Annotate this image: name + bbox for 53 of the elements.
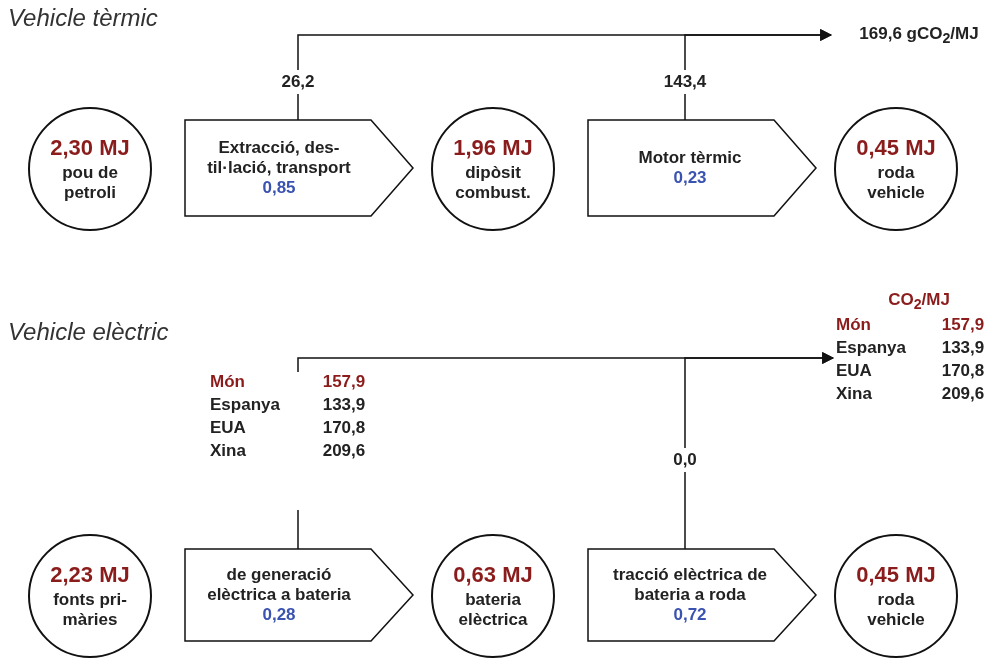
- emission-value: 143,4: [663, 72, 707, 92]
- stage-label: bateria elèctrica: [457, 589, 529, 631]
- process-label: de generació elèctrica a bateria: [206, 564, 352, 606]
- region-name: Xina: [836, 384, 873, 405]
- region-name: Món: [836, 315, 872, 336]
- process-arrow: [184, 548, 414, 642]
- efficiency-value: 0,72: [673, 605, 707, 626]
- emission-value: 209,6: [322, 441, 367, 461]
- emission-value: 170,8: [941, 361, 986, 382]
- process-label: tracció elèctrica de bateria a roda: [612, 564, 768, 606]
- region-name: Espanya: [836, 338, 907, 359]
- emission-value: 133,9: [322, 395, 367, 415]
- energy-value: 2,30 MJ: [50, 134, 130, 161]
- connector-line: [684, 93, 686, 121]
- stage-label: roda vehicle: [866, 162, 926, 204]
- connector-line: [684, 471, 686, 550]
- region-name: EUA: [836, 361, 873, 382]
- energy-value: 1,96 MJ: [453, 134, 533, 161]
- efficiency-value: 0,23: [673, 168, 707, 189]
- arrow: [684, 29, 833, 71]
- region-name: Xina: [210, 441, 247, 461]
- arrow: [684, 352, 835, 449]
- region-name: Món: [210, 372, 246, 392]
- energy-value: 0,63 MJ: [453, 561, 533, 588]
- process-label: Motor tèrmic: [638, 147, 742, 169]
- connector-line: [297, 509, 299, 550]
- emission-value: 26,2: [281, 72, 315, 92]
- process-arrow: [587, 119, 817, 217]
- section-heading: Vehicle tèrmic: [8, 4, 158, 32]
- emission-value: 157,9: [941, 315, 986, 336]
- process-arrow: [587, 548, 817, 642]
- process-arrow: [184, 119, 414, 217]
- efficiency-value: 0,28: [262, 605, 296, 626]
- stage-label: dipòsit combust.: [454, 162, 532, 204]
- connector-line: [297, 93, 299, 121]
- emission-value: 169,6 gCO$_{2}$/MJ: [859, 23, 979, 47]
- region-name: EUA: [210, 418, 247, 438]
- stage-label: pou de petroli: [61, 162, 119, 204]
- emission-value: 209,6: [941, 384, 986, 405]
- table-heading: CO$_{2}$/MJ: [887, 290, 951, 313]
- emission-value: 157,9: [322, 372, 367, 392]
- energy-value: 0,45 MJ: [856, 134, 936, 161]
- emission-value: 0,0: [673, 450, 697, 470]
- process-label: Extracció, des- til·lació, transport: [206, 137, 352, 179]
- region-name: Espanya: [210, 395, 281, 415]
- section-heading: Vehicle elèctric: [8, 318, 169, 346]
- energy-value: 0,45 MJ: [856, 561, 936, 588]
- energy-value: 2,23 MJ: [50, 561, 130, 588]
- emission-value: 133,9: [941, 338, 986, 359]
- efficiency-value: 0,85: [262, 178, 296, 199]
- stage-label: roda vehicle: [866, 589, 926, 631]
- emission-value: 170,8: [322, 418, 367, 438]
- stage-label: fonts pri- màries: [52, 589, 128, 631]
